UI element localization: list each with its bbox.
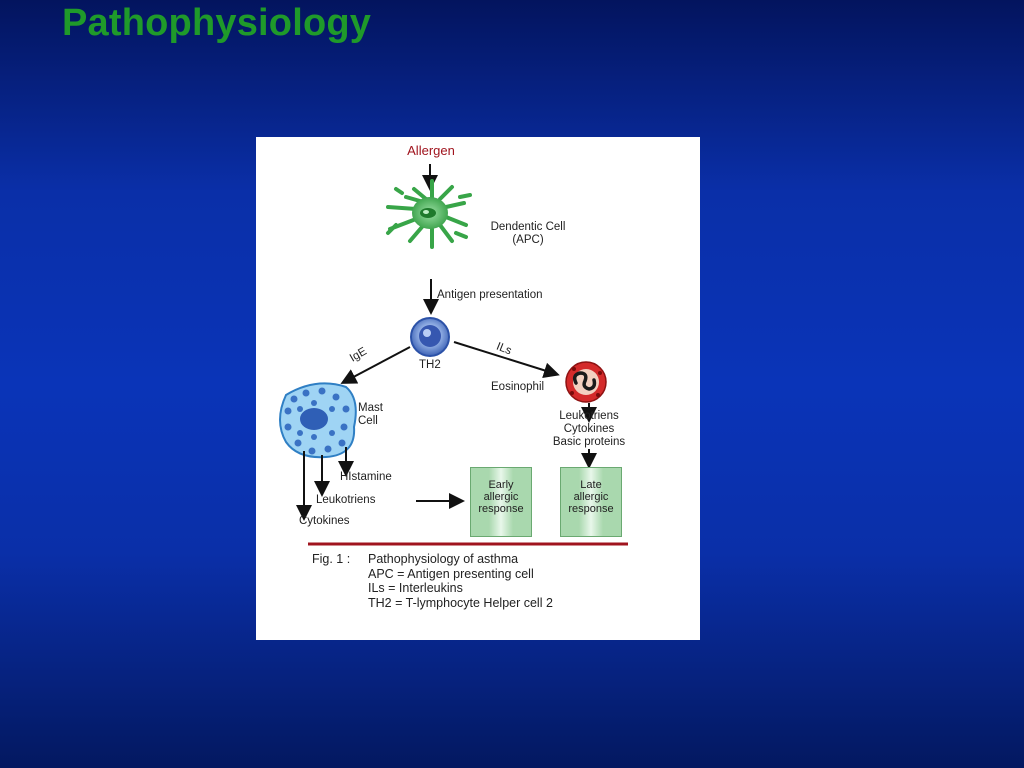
label-antigen-presentation: Antigen presentation — [437, 289, 543, 301]
arrow-th2-to-mast — [340, 346, 411, 384]
label-allergen: Allergen — [407, 143, 455, 158]
label-dendritic-cell: Dendentic Cell (APC) — [478, 221, 578, 247]
late-allergic-response-box: Late allergic response — [560, 467, 622, 537]
label-eos-leukotriens: Leukotriens — [559, 410, 619, 422]
label-eos-cytokines: Cytokines — [563, 423, 615, 435]
label-th2: TH2 — [419, 359, 441, 371]
label-mast-cytokines: Cytokines — [299, 515, 350, 527]
label-mast-cell: Mast Cell — [358, 402, 383, 428]
label-dendritic-cell-line2: (APC) — [512, 234, 544, 246]
slide-title: Pathophysiology — [62, 2, 372, 44]
early-response-line3: response — [478, 503, 524, 515]
label-eos-basic-proteins: Basic proteins — [552, 436, 626, 448]
mast-cell-icon — [279, 382, 357, 459]
caption-fig-label: Fig. 1 : — [312, 552, 351, 566]
early-response-line1: Early — [488, 479, 514, 491]
label-dendritic-cell-line1: Dendentic Cell — [490, 221, 566, 233]
arrow-th2-to-eosinophil — [453, 341, 560, 379]
label-eosinophil-products: Leukotriens Cytokines Basic proteins — [539, 410, 639, 449]
label-eosinophil: Eosinophil — [491, 381, 545, 393]
caption-line2: APC = Antigen presenting cell — [368, 566, 534, 581]
caption-line4: TH2 = T-lymphocyte Helper cell 2 — [368, 595, 553, 610]
pathophysiology-figure: Allergen Dendentic Cell (APC) Antigen pr… — [256, 137, 700, 640]
caption-line1: Pathophysiology of asthma — [368, 552, 519, 566]
late-response-line3: response — [568, 503, 614, 515]
early-allergic-response-box: Early allergic response — [470, 467, 532, 537]
late-response-line1: Late — [580, 479, 602, 491]
caption-line3: ILs = Interleukins — [368, 581, 463, 595]
eosinophil-icon — [565, 361, 607, 403]
th2-cell-icon — [410, 317, 450, 357]
label-mast-line1: Mast — [358, 402, 383, 414]
early-response-line2: allergic — [483, 491, 519, 503]
diagram-graphics — [279, 164, 628, 546]
label-mast-line2: Cell — [358, 415, 378, 427]
label-histamine: HIstamine — [340, 471, 392, 483]
label-mast-leukotriens: Leukotriens — [316, 494, 376, 506]
late-response-line2: allergic — [573, 491, 609, 503]
dendritic-cell-icon — [386, 179, 472, 249]
